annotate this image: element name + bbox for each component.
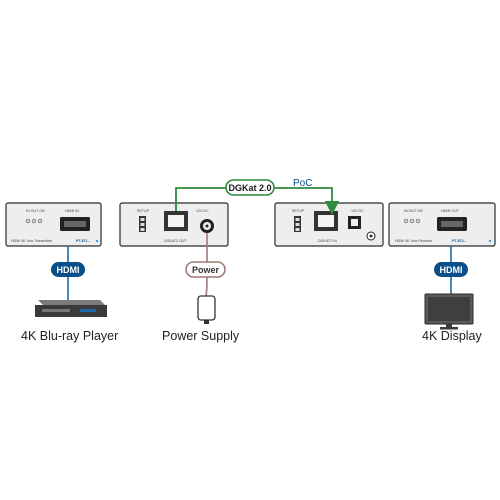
tx-led-on	[37, 218, 43, 224]
dgkat-label: DGKat 2.0	[228, 183, 271, 193]
tx-led-in	[25, 218, 31, 224]
tx-name-label: HDMI 4K Line Transmitter	[11, 239, 53, 243]
tx-port-label: HDMI IN	[65, 209, 79, 213]
caption-display: 4K Display	[422, 329, 482, 343]
hdmi-right-label: HDMI	[440, 265, 463, 275]
tx-led-out	[31, 218, 37, 224]
rx-port-label: HDMI OUT	[441, 209, 460, 213]
tx-led-label: IN OUT ON	[26, 209, 45, 213]
power-label: Power	[192, 265, 220, 275]
power-badge: Power	[185, 261, 226, 278]
hdmi-badge-right: HDMI	[434, 262, 468, 277]
rx-led-label: IN OUT ON	[404, 209, 423, 213]
tx-setup-label: SETUP	[137, 209, 150, 213]
dgkat-badge: DGKat 2.0	[225, 179, 275, 196]
tx-power-label: 12V DC	[196, 209, 209, 213]
caption-power-supply: Power Supply	[162, 329, 240, 343]
blu-ray-player-icon	[35, 300, 107, 317]
rx-setup-label: SETUP	[292, 209, 305, 213]
rx-model-label: PT-872...	[452, 239, 467, 243]
tx-model-label: PT-871...	[76, 239, 91, 243]
rx-power-label: 12V DC	[351, 209, 364, 213]
display-icon	[424, 293, 474, 330]
transmitter-rear: SETUP DGKAT2 OUT 12V DC	[119, 202, 229, 247]
rx-led-out	[409, 218, 415, 224]
hdmi-left-label: HDMI	[57, 265, 80, 275]
transmitter-front: IN OUT ON HDMI IN HDMI 4K Line Transmitt…	[5, 202, 102, 247]
receiver-rear: SETUP DGKAT2 IN 12V DC	[274, 202, 384, 247]
rx-name-label: HDMI 4K Line Receiver	[395, 239, 433, 243]
rx-dgkat-label: DGKAT2 IN	[318, 239, 337, 243]
caption-source: 4K Blu-ray Player	[21, 329, 119, 343]
tx-dgkat-label: DGKAT2 OUT	[164, 239, 188, 243]
poc-label: PoC	[293, 178, 312, 189]
rx-led-in	[403, 218, 409, 224]
receiver-front: IN OUT ON HDMI OUT HDMI 4K Line Receiver…	[388, 202, 496, 247]
power-supply-icon	[197, 295, 216, 324]
rx-led-on	[415, 218, 421, 224]
hdmi-badge-left: HDMI	[51, 262, 85, 277]
